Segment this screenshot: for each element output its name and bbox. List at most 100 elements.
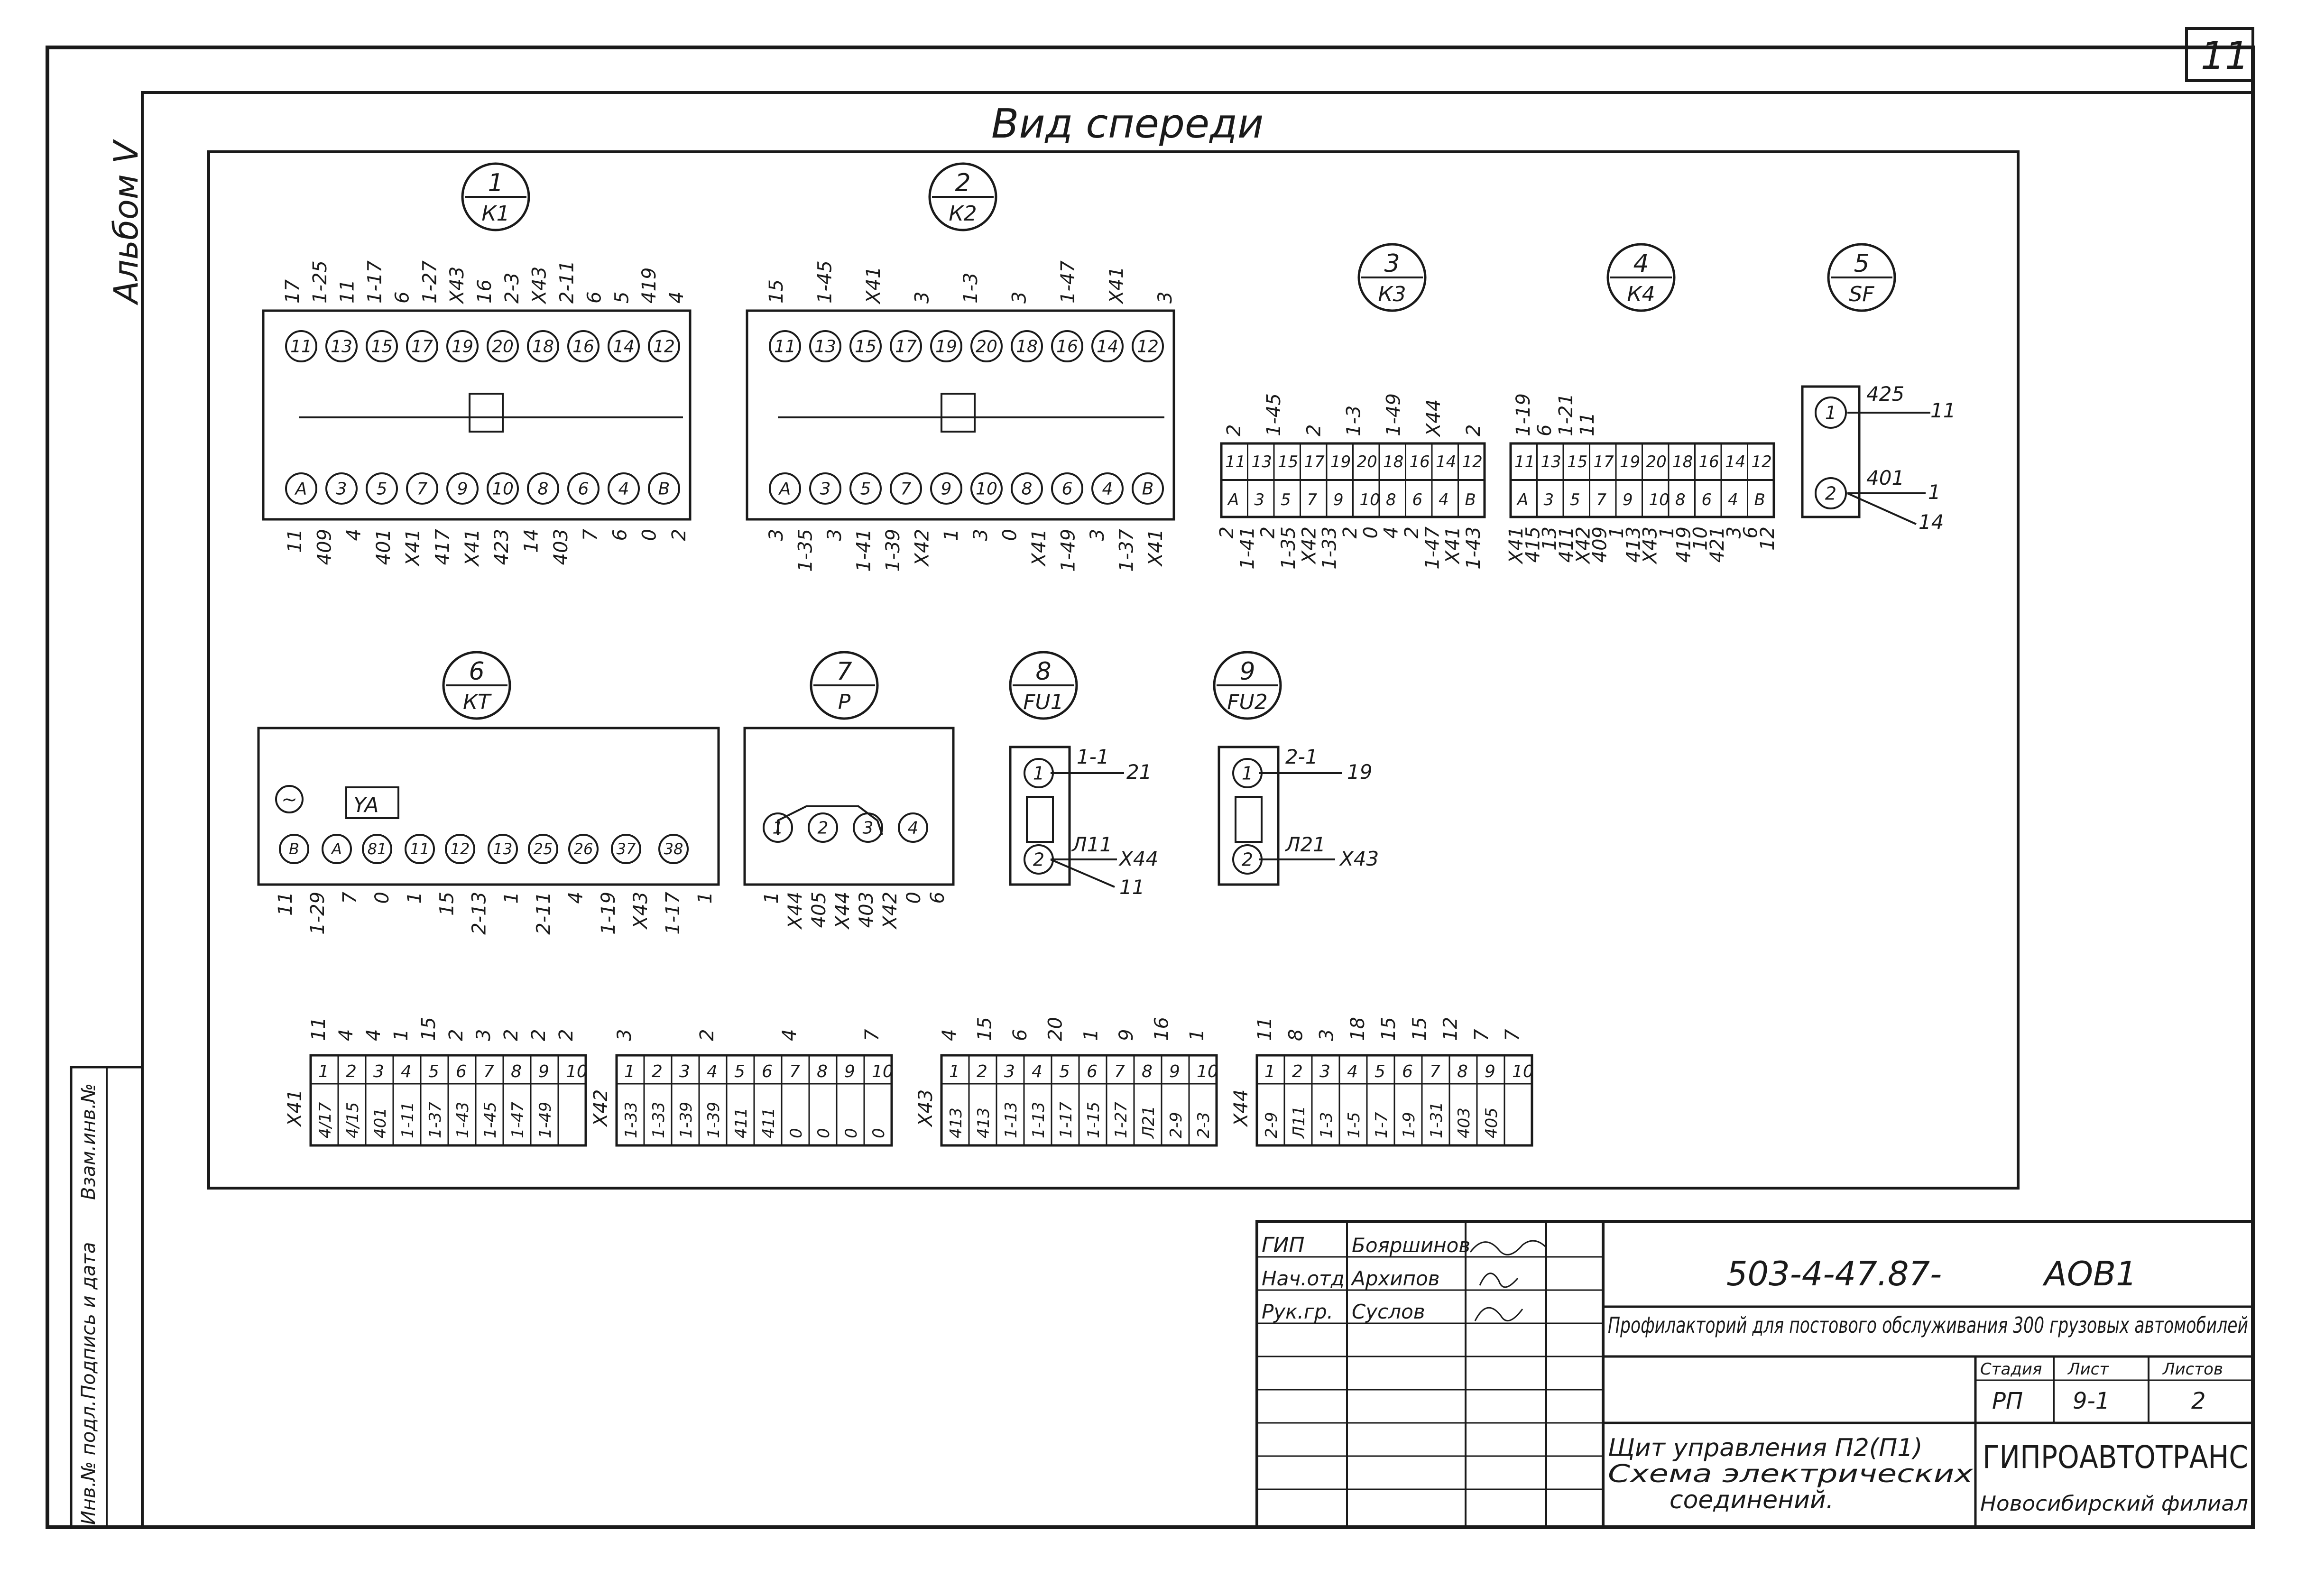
k1-bot-label-2: 4 [343, 529, 365, 541]
tb-0-cell-1: 4/15 [343, 1102, 362, 1138]
svg-text:3: 3 [863, 819, 874, 838]
tb-0-cell-8: 1-49 [536, 1102, 555, 1138]
svg-text:А: А [778, 480, 791, 499]
sheet-value: 9-1 [2073, 1388, 2110, 1414]
k3-term-top-16: 16 [1410, 452, 1430, 471]
sf-label-3: 1 [1928, 480, 1941, 504]
svg-text:К1: К1 [481, 202, 509, 226]
stage-value: РП [1992, 1388, 2023, 1414]
svg-text:5: 5 [860, 480, 871, 499]
k2-term-bot-А: А [769, 472, 801, 505]
kt-bot-label-8: 2-11 [533, 892, 555, 935]
p-bot-label-7: 6 [927, 892, 949, 904]
tb-3-cell-3: 1-5 [1345, 1112, 1364, 1138]
tb-1-cell-7: 0 [814, 1128, 833, 1138]
tb-1-cell-9: 0 [869, 1128, 888, 1138]
device-badge-7: 7Р [810, 651, 879, 720]
tb-3-cell-6: 1-31 [1427, 1102, 1446, 1138]
sf-label-4: 14 [1919, 510, 1944, 534]
k2-bot-label-8: 0 [999, 529, 1021, 541]
kt-term-tilde: ~ [275, 785, 304, 813]
tb-0-top-4: 15 [418, 1017, 440, 1041]
svg-text:14: 14 [613, 337, 635, 357]
role-2: Рук.гр. [1262, 1300, 1333, 1323]
signature-1 [1479, 1273, 1519, 1288]
k2-bot-label-7: 3 [970, 529, 992, 541]
tb-2-cell-3: 1-13 [1029, 1102, 1048, 1138]
k2-term-bot-4: 4 [1091, 472, 1124, 505]
k2-term-bot-В: В [1132, 472, 1164, 505]
fu1-label-0: 1-1 [1077, 745, 1109, 768]
svg-text:К3: К3 [1378, 282, 1406, 306]
svg-text:Р: Р [838, 690, 851, 714]
svg-text:10: 10 [976, 480, 997, 499]
tb-0-num-7: 8 [511, 1062, 522, 1081]
kt-term-В: В [279, 834, 309, 864]
k3-term-top-18: 18 [1383, 452, 1403, 471]
svg-text:8: 8 [1035, 657, 1051, 686]
svg-text:6: 6 [578, 480, 589, 499]
k3-bot-label-2: 2 [1257, 526, 1279, 538]
tb-1-num-7: 8 [817, 1062, 828, 1081]
k4-term-bot-6: 6 [1702, 490, 1712, 509]
tb-2-cell-0: 413 [947, 1107, 966, 1138]
k1-bot-label-11: 6 [609, 529, 631, 541]
k2-term-bot-10: 10 [970, 472, 1003, 505]
device-badge-5: 5SF [1827, 243, 1896, 312]
svg-text:11: 11 [410, 840, 430, 858]
k1-top-label-1: 1-25 [309, 260, 331, 304]
tb-0-num-5: 6 [456, 1062, 467, 1081]
svg-text:3: 3 [1384, 249, 1400, 278]
k1-top-label-14: 4 [666, 292, 688, 304]
k1-term-bot-8: 8 [527, 472, 559, 505]
k1-top-label-8: 2-3 [501, 273, 523, 304]
k2-term-top-13: 13 [809, 330, 841, 362]
terminal-block-name-2: Х43 [915, 1089, 937, 1127]
k4-term-bot-В: В [1754, 490, 1765, 509]
k1-term-top-16: 16 [567, 330, 600, 362]
title-block: 503-4-47.87- АОВ1 ГИП Бояршинов Нач.отд … [1255, 1220, 2254, 1529]
k4-top-label-2: 1-21 [1555, 393, 1577, 436]
tb-0-cell-5: 1-43 [453, 1102, 472, 1138]
tb-3-cell-1: Л11 [1290, 1106, 1309, 1139]
tb-0-top-3: 1 [390, 1029, 412, 1041]
svg-text:16: 16 [572, 337, 594, 357]
tb-3-top-4: 15 [1378, 1017, 1400, 1041]
side-stamp-inv: Инв.№ подл. [78, 1400, 100, 1525]
svg-text:11: 11 [290, 337, 312, 357]
k3-term-bot-7: 7 [1307, 490, 1318, 509]
fuse-fu2: 12 2-1 19 Л21 Х43 [1218, 745, 1379, 886]
name-2: Суслов [1352, 1300, 1425, 1323]
svg-text:6: 6 [1062, 480, 1073, 499]
k3-term-top-19: 19 [1330, 452, 1351, 471]
svg-text:1: 1 [488, 169, 503, 197]
sf-label-0: 425 [1866, 382, 1904, 406]
svg-text:~: ~ [281, 789, 297, 811]
doc-code: 503-4-47.87- [1726, 1255, 1942, 1293]
tb-1-cell-0: 1-33 [622, 1102, 641, 1138]
kt-bot-label-3: 0 [371, 892, 393, 904]
k2-bot-label-2: 3 [824, 529, 846, 541]
sheet-number-box [2185, 27, 2254, 82]
k1-term-top-17: 17 [406, 330, 438, 362]
k3-term-bot-10: 10 [1360, 490, 1380, 509]
sheet-label: Лист [2067, 1360, 2109, 1379]
k3-term-top-11: 11 [1225, 452, 1245, 471]
tb-2-num-9: 10 [1197, 1062, 1218, 1081]
k4-term-bot-А: А [1516, 490, 1528, 509]
sf-term-1: 1 [1815, 397, 1847, 429]
device-badge-2: 2К2 [928, 162, 997, 231]
k2-bot-label-4: 1-39 [882, 529, 904, 572]
k2-top-label-4: 1-3 [960, 273, 982, 304]
tb-0-num-9: 10 [566, 1062, 588, 1081]
tb-3-num-7: 8 [1457, 1062, 1468, 1081]
tb-2-top-6: 16 [1151, 1017, 1172, 1041]
svg-text:9: 9 [941, 480, 952, 499]
k2-bot-label-5: Х42 [912, 529, 933, 567]
k1-top-label-13: 419 [638, 268, 660, 304]
fu1-term-1: 1 [1024, 758, 1054, 788]
fu1-label-4: 11 [1119, 876, 1144, 899]
